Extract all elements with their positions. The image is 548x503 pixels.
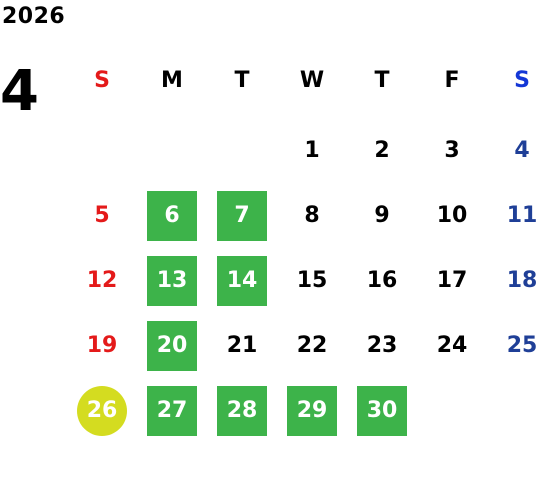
day-cell[interactable]: 3 [444,138,460,163]
year-label: 2026 [2,4,66,29]
day-cell-today[interactable]: 26 [77,386,127,436]
day-cell[interactable]: 11 [506,203,538,228]
day-cell[interactable]: 12 [86,268,118,293]
day-cell[interactable]: 4 [514,138,530,163]
day-cell-highlighted[interactable]: 7 [217,191,267,241]
weekday-thu: T [374,68,390,93]
day-cell-highlighted[interactable]: 28 [217,386,267,436]
weekday-sun: S [94,68,110,93]
day-cell-highlighted[interactable]: 30 [357,386,407,436]
weekday-fri: F [444,68,460,93]
day-cell-highlighted[interactable]: 14 [217,256,267,306]
day-cell[interactable]: 19 [86,333,118,358]
day-cell[interactable]: 22 [296,333,328,358]
day-cell[interactable]: 10 [436,203,468,228]
day-cell[interactable]: 2 [374,138,390,163]
month-number: 4 [0,59,39,124]
weekday-mon: M [161,68,183,93]
day-cell[interactable]: 18 [506,268,538,293]
day-cell[interactable]: 21 [226,333,258,358]
day-cell-highlighted[interactable]: 13 [147,256,197,306]
day-cell[interactable]: 8 [304,203,320,228]
weekday-tue: T [234,68,250,93]
day-cell[interactable]: 1 [304,138,320,163]
weekday-sat: S [514,68,530,93]
day-cell[interactable]: 5 [94,203,110,228]
day-cell-highlighted[interactable]: 6 [147,191,197,241]
day-cell-highlighted[interactable]: 20 [147,321,197,371]
day-cell[interactable]: 15 [296,268,328,293]
day-cell[interactable]: 17 [436,268,468,293]
day-cell[interactable]: 25 [506,333,538,358]
day-cell[interactable]: 9 [374,203,390,228]
day-cell[interactable]: 23 [366,333,398,358]
day-cell-highlighted[interactable]: 29 [287,386,337,436]
day-cell[interactable]: 24 [436,333,468,358]
day-cell-highlighted[interactable]: 27 [147,386,197,436]
day-cell[interactable]: 16 [366,268,398,293]
weekday-wed: W [299,68,325,93]
